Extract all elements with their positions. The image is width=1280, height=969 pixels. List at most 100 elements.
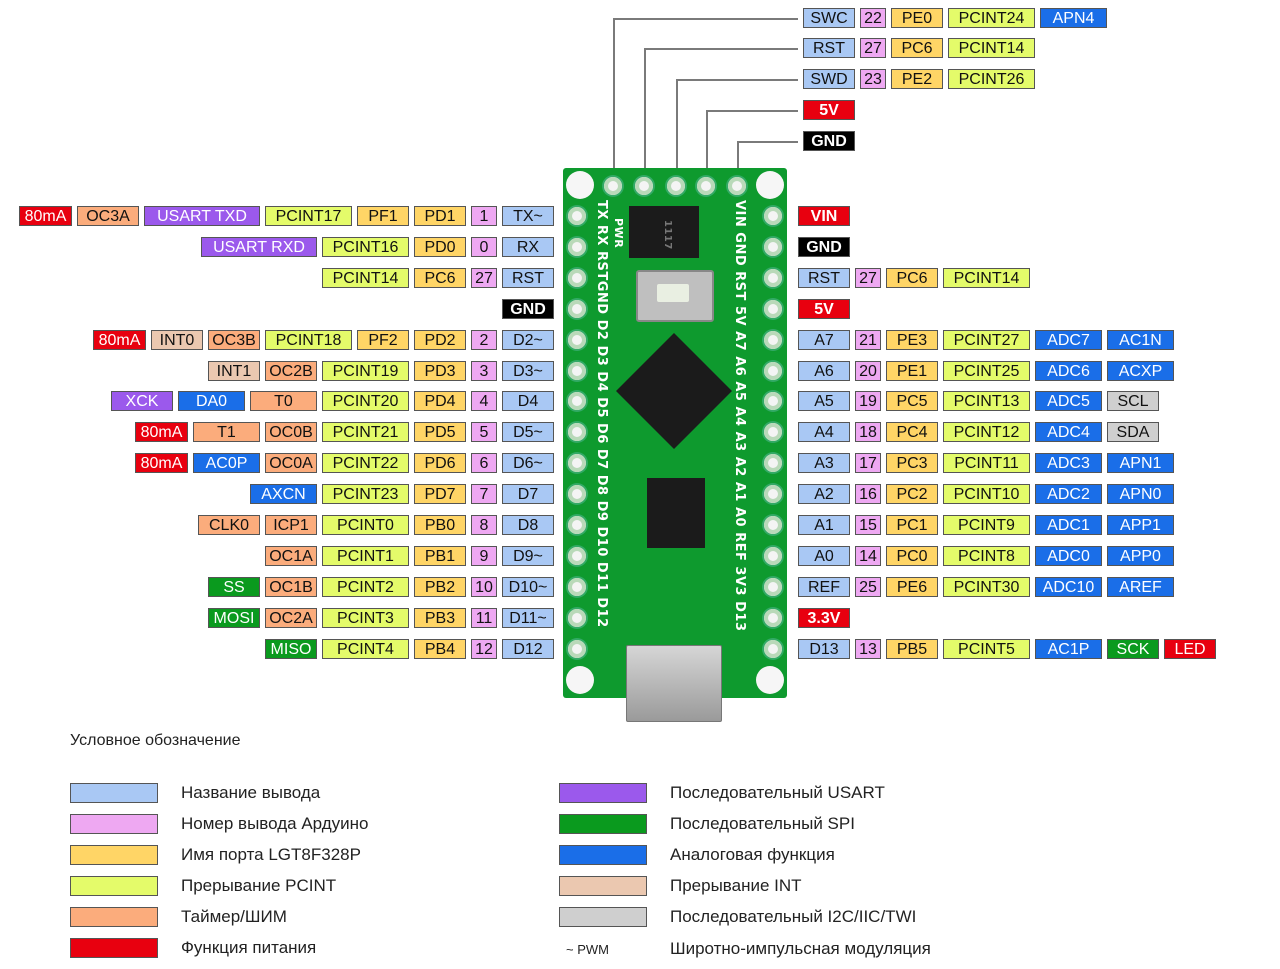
pin-label-analog: ADC1: [1035, 515, 1102, 535]
pin-label-power: 5V: [798, 299, 850, 319]
usb-serial-chip: [647, 478, 705, 548]
pin-label-name: D6~: [502, 453, 554, 473]
pin-label-pcint: PCINT25: [943, 361, 1030, 381]
mounting-hole: [566, 666, 594, 694]
pin-label-pw: 80mA: [135, 422, 188, 442]
legend-text: Таймер/ШИМ: [181, 907, 287, 926]
pin-label-pcint: PCINT18: [265, 330, 352, 350]
pin-label-analog: ADC0: [1035, 546, 1102, 566]
pin-hole: [568, 269, 586, 287]
legend-text: Последовательный SPI: [670, 814, 855, 833]
pin-hole: [568, 578, 586, 596]
pin-hole: [764, 207, 782, 225]
pin-hole: [764, 516, 782, 534]
pin-label-pcint: PCINT21: [322, 422, 409, 442]
pin-label-pcint: PCINT14: [322, 268, 409, 288]
pin-label-timer: ICP1: [265, 515, 317, 535]
legend-swatch: [559, 907, 647, 927]
pin-label-port: PC3: [886, 453, 938, 473]
pin-hole: [667, 177, 685, 195]
pin-label-analog: APP0: [1107, 546, 1174, 566]
pin-label-num: 27: [471, 268, 497, 288]
pin-label-pw: 80mA: [135, 453, 188, 473]
pin-label-port: PB0: [414, 515, 466, 535]
legend-swatch: [70, 845, 158, 865]
legend-text: Номер вывода Ардуино: [181, 814, 369, 833]
connector-line: [737, 141, 798, 143]
pin-label-analog: APP1: [1107, 515, 1174, 535]
pin-label-pcint: PCINT11: [943, 453, 1030, 473]
pin-label-port: PD6: [414, 453, 466, 473]
connector-line: [706, 110, 708, 176]
pin-hole: [764, 578, 782, 596]
pin-label-pcint: PCINT12: [943, 422, 1030, 442]
pin-hole: [764, 454, 782, 472]
pin-label-port: PE1: [886, 361, 938, 381]
pin-label-name: A7: [798, 330, 850, 350]
connector-line: [737, 141, 739, 176]
legend-swatch: [70, 783, 158, 803]
regulator-marking: 1117: [662, 220, 673, 250]
pin-label-analog: AC1P: [1035, 639, 1102, 659]
pin-label-pcint: PCINT16: [322, 237, 409, 257]
pin-label-port: PD1: [414, 206, 466, 226]
pin-label-pcint: PCINT10: [943, 484, 1030, 504]
pin-label-num: 27: [860, 38, 886, 58]
pin-label-num: 27: [855, 268, 881, 288]
pin-label-port: PD5: [414, 422, 466, 442]
pin-label-timer: OC1B: [265, 577, 317, 597]
pin-label-num: 3: [471, 361, 497, 381]
legend-swatch: [70, 876, 158, 896]
pin-label-num: 19: [855, 391, 881, 411]
pin-label-port: PC6: [891, 38, 943, 58]
pin-hole: [697, 177, 715, 195]
legend-swatch: [559, 876, 647, 896]
pin-label-num: 6: [471, 453, 497, 473]
pin-label-pcint: PCINT24: [948, 8, 1035, 28]
pin-label-name: SWD: [803, 69, 855, 89]
pin-label-pcint: PCINT27: [943, 330, 1030, 350]
pin-label-pcint: PCINT5: [943, 639, 1030, 659]
pin-hole: [764, 300, 782, 318]
pin-label-port: PC6: [414, 268, 466, 288]
pin-label-port: PD0: [414, 237, 466, 257]
pin-label-pcint: PCINT14: [943, 268, 1030, 288]
pin-hole: [764, 547, 782, 565]
pin-label-pcint: PCINT30: [943, 577, 1030, 597]
pin-label-pcint: PCINT9: [943, 515, 1030, 535]
pin-label-name: A5: [798, 391, 850, 411]
pin-label-analog: AC1N: [1107, 330, 1174, 350]
pin-label-num: 1: [471, 206, 497, 226]
pin-label-pw: 80mA: [93, 330, 146, 350]
pin-label-analog: AREF: [1107, 577, 1174, 597]
pin-label-port: PF1: [357, 206, 409, 226]
legend-text: Аналоговая функция: [670, 845, 835, 864]
pin-label-analog: DA0: [178, 391, 245, 411]
pin-hole: [568, 547, 586, 565]
legend-text: Последовательный I2C/IIC/TWI: [670, 907, 917, 926]
pin-label-pcint: PCINT13: [943, 391, 1030, 411]
pin-label-name: A6: [798, 361, 850, 381]
pin-hole: [568, 423, 586, 441]
pin-label-port: PC2: [886, 484, 938, 504]
voltage-regulator: [629, 206, 699, 258]
pin-label-power: VIN: [798, 206, 850, 226]
pin-hole: [764, 269, 782, 287]
pin-label-analog: ADC5: [1035, 391, 1102, 411]
pin-label-gnd: GND: [803, 131, 855, 151]
pin-label-port: PD3: [414, 361, 466, 381]
pin-label-i2c: SCL: [1107, 391, 1159, 411]
pin-label-analog: ADC6: [1035, 361, 1102, 381]
mounting-hole: [756, 171, 784, 199]
connector-line: [613, 18, 615, 176]
pin-label-name: RST: [502, 268, 554, 288]
legend-title: Условное обозначение: [70, 732, 241, 749]
pin-hole: [568, 516, 586, 534]
pin-label-port: PC1: [886, 515, 938, 535]
pin-label-num: 21: [855, 330, 881, 350]
pin-label-timer: OC0A: [265, 453, 317, 473]
pin-label-name: D10~: [502, 577, 554, 597]
pin-label-pcint: PCINT4: [322, 639, 409, 659]
pin-label-analog: ADC10: [1035, 577, 1102, 597]
